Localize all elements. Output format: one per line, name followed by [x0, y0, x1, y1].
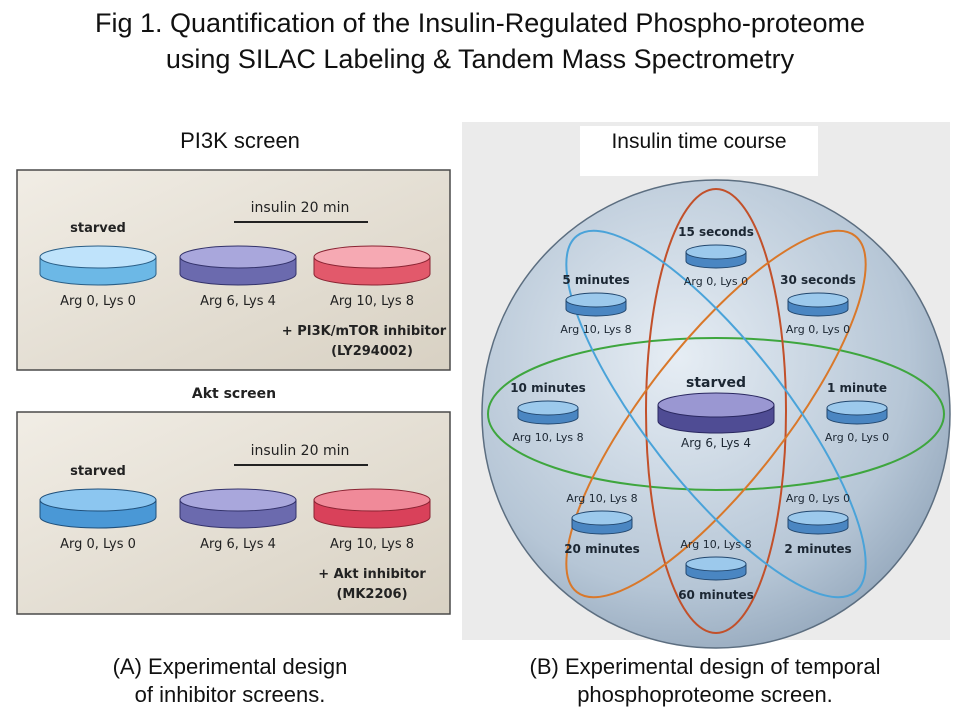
insulin-label: insulin 20 min — [251, 200, 350, 216]
caption-b-line2: phosphoproteome screen. — [577, 682, 833, 707]
dish-purple — [179, 245, 297, 286]
orbit-green — [487, 337, 945, 491]
dish-label: Arg 10, Lys 8 — [330, 537, 414, 552]
starved-label: starved — [70, 464, 126, 479]
time-point-dish — [787, 292, 849, 317]
time-point-label: Arg 10, Lys 8 — [680, 538, 751, 551]
figure-title-line2: using SILAC Labeling & Tandem Mass Spect… — [165, 44, 795, 74]
time-point-name: 15 seconds — [678, 225, 754, 239]
time-point-label: Arg 0, Lys 0 — [786, 323, 850, 336]
time-point-name: 1 minute — [827, 381, 887, 395]
caption-b-line1: (B) Experimental design of temporal — [529, 654, 881, 679]
time-point-dish — [826, 400, 888, 425]
orbit-orange — [565, 229, 867, 599]
caption-a-line2: of inhibitor screens. — [134, 682, 326, 707]
time-point-name: 10 minutes — [510, 381, 586, 395]
time-point-name: 2 minutes — [784, 542, 851, 556]
time-point-name: 5 minutes — [562, 273, 629, 287]
panel-b-heading-box — [580, 126, 818, 176]
center-dish — [657, 392, 775, 434]
dish-label: Arg 0, Lys 0 — [60, 294, 136, 309]
dish-label: Arg 6, Lys 4 — [200, 537, 276, 552]
time-point-dish — [565, 292, 627, 317]
dish-blue — [39, 488, 157, 529]
time-point-label: Arg 0, Lys 0 — [786, 492, 850, 505]
inhibitor-name: (LY294002) — [331, 344, 413, 359]
dish-label: Arg 10, Lys 8 — [330, 294, 414, 309]
time-point-dish — [571, 510, 633, 535]
insulin-time-course-heading: Insulin time course — [611, 130, 787, 153]
inhibitor-label: + PI3K/mTOR inhibitor — [282, 324, 447, 339]
time-point-dish — [685, 244, 747, 269]
center-dish-label: Arg 6, Lys 4 — [681, 436, 751, 450]
insulin-label: insulin 20 min — [251, 443, 350, 459]
figure-title-line1: Fig 1. Quantification of the Insulin-Reg… — [95, 8, 865, 38]
pi3k-screen-heading: PI3K screen — [180, 128, 300, 153]
time-point-dish — [787, 510, 849, 535]
dish-light-blue — [39, 245, 157, 286]
center-dish-name: starved — [686, 375, 746, 391]
orbit-red — [645, 188, 787, 634]
time-point-label: Arg 0, Lys 0 — [825, 431, 889, 444]
time-point-label: Arg 10, Lys 8 — [512, 431, 583, 444]
dish-red — [313, 488, 431, 529]
dish-label: Arg 6, Lys 4 — [200, 294, 276, 309]
starved-label: starved — [70, 221, 126, 236]
dish-pink — [313, 245, 431, 286]
time-point-label: Arg 10, Lys 8 — [560, 323, 631, 336]
time-point-name: 30 seconds — [780, 273, 856, 287]
time-point-label: Arg 10, Lys 8 — [566, 492, 637, 505]
time-point-dish — [517, 400, 579, 425]
caption-b: (B) Experimental design of temporal phos… — [455, 653, 955, 709]
time-point-dish — [685, 556, 747, 581]
caption-a: (A) Experimental design of inhibitor scr… — [20, 653, 440, 709]
caption-a-line1: (A) Experimental design — [112, 654, 348, 679]
time-point-label: Arg 0, Lys 0 — [684, 275, 748, 288]
dish-purple — [179, 488, 297, 529]
time-point-name: 60 minutes — [678, 588, 754, 602]
dish-label: Arg 0, Lys 0 — [60, 537, 136, 552]
akt-screen-heading: Akt screen — [192, 386, 276, 402]
time-point-name: 20 minutes — [564, 542, 640, 556]
orbit-light-blue — [565, 229, 867, 599]
inhibitor-label: + Akt inhibitor — [318, 567, 426, 582]
inhibitor-name: (MK2206) — [336, 587, 407, 602]
